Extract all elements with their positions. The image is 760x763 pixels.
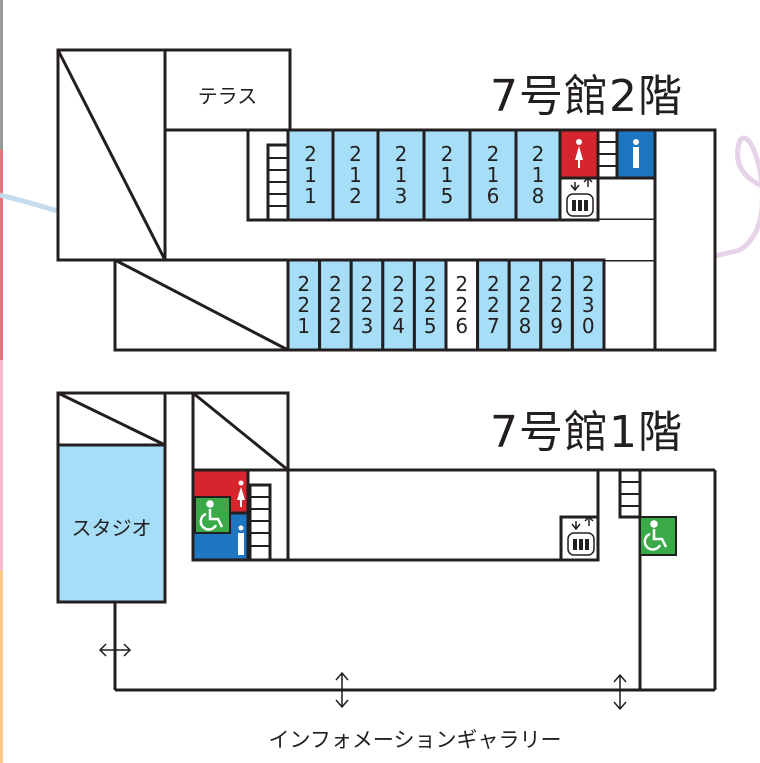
elevator-icon (566, 176, 595, 556)
floor1-title: 7号館1階 (490, 407, 683, 458)
corridor (653, 128, 717, 352)
studio-label: スタジオ (71, 516, 152, 540)
room-223[interactable] (349, 258, 385, 352)
entrance-arrow-icon[interactable] (98, 643, 627, 711)
room-229[interactable] (539, 258, 574, 352)
studio-room[interactable] (56, 443, 167, 604)
terrace-area (163, 48, 292, 132)
floor2-title: 7号館2階 (490, 71, 683, 122)
room-228[interactable] (507, 258, 543, 352)
room-227[interactable] (476, 258, 511, 352)
room-212[interactable] (331, 128, 380, 222)
room-221[interactable] (286, 258, 322, 352)
gallery-label: インフォメーションギャラリー (268, 728, 562, 752)
terrace-label: テラス (197, 84, 258, 108)
edge-strip (0, 150, 3, 360)
edge-strip (0, 0, 3, 150)
room-230[interactable] (570, 258, 606, 352)
edge-strip (0, 360, 3, 570)
room-211[interactable] (286, 128, 335, 222)
room-222[interactable] (318, 258, 353, 352)
room-215[interactable] (422, 128, 472, 222)
room-218[interactable] (514, 128, 562, 222)
wheelchair-icon (199, 500, 668, 551)
room-216[interactable] (468, 128, 518, 222)
edge-strip (0, 570, 3, 763)
